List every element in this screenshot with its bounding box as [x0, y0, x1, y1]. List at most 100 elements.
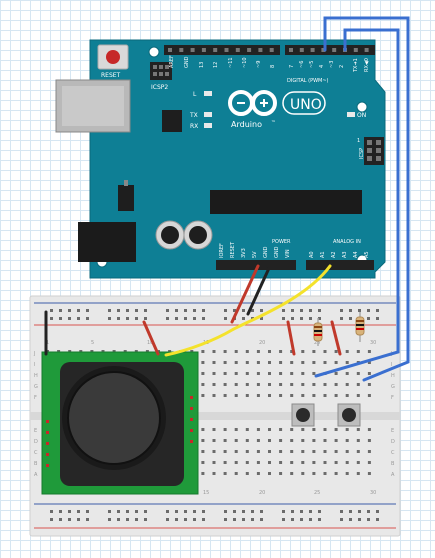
row-label-c: C [34, 450, 38, 456]
rail-hole [291, 317, 294, 320]
breadboard-hole [212, 350, 216, 353]
rail-hole [193, 317, 196, 320]
rail-hole [291, 510, 294, 513]
power-jack [78, 222, 136, 262]
pin-label-9: ~9 [256, 61, 262, 68]
col-label-5: 5 [91, 340, 94, 346]
rail-hole [202, 510, 205, 513]
rail-hole [135, 309, 138, 312]
digital-pin-hole [332, 48, 337, 52]
breadboard-hole [223, 461, 227, 464]
breadboard-hole [356, 428, 360, 431]
rail-hole [367, 317, 370, 320]
digital-pin-hole [247, 48, 252, 52]
breadboard-hole [201, 394, 205, 397]
rail-hole [175, 510, 178, 513]
breadboard-hole [268, 372, 271, 375]
breadboard-hole [223, 383, 227, 386]
rail-hole [166, 309, 169, 312]
rail-hole [367, 309, 370, 312]
rail-hole [184, 309, 187, 312]
row-label-b: B [34, 461, 38, 467]
row-label-right-h: H [391, 373, 395, 379]
col-label-bottom-20: 20 [259, 490, 265, 496]
breadboard-hole [279, 461, 283, 464]
row-label-right-d: D [391, 439, 395, 445]
bottom-rail-holes [50, 510, 379, 521]
led-rx-label: RX [190, 123, 198, 130]
breadboard-hole [256, 372, 260, 375]
rail-hole [108, 518, 111, 521]
breadboard-hole [312, 394, 316, 397]
joystick-pin [46, 431, 49, 434]
wire-analog-yellow [164, 264, 332, 357]
mount-hole-2 [356, 101, 368, 113]
breadboard-hole [256, 350, 260, 353]
rail-hole [166, 510, 169, 513]
analog-label: ANALOG IN [333, 239, 361, 245]
rail-hole [233, 510, 236, 513]
analog-pin-labels: A0 A1 A2 A3 A4 A5 [309, 251, 370, 258]
regulator-tab [124, 180, 128, 186]
mount-hole-1 [148, 46, 160, 58]
breadboard-hole [201, 461, 205, 464]
pin-label-2: 2 [339, 65, 345, 68]
breadboard-hole [312, 428, 316, 431]
icsp-label: ICSP [359, 148, 365, 159]
breadboard-hole [279, 472, 283, 475]
breadboard-hole [301, 350, 305, 353]
rail-hole [144, 518, 147, 521]
breadboard-hole [268, 428, 271, 431]
breadboard-hole [256, 450, 260, 453]
breadboard-hole [212, 472, 216, 475]
row-label-e: E [34, 428, 37, 434]
col-label-bottom-30: 30 [370, 490, 376, 496]
breadboard-hole [323, 350, 327, 353]
rail-hole [59, 518, 62, 521]
breadboard-hole [367, 350, 371, 353]
rail-hole [68, 510, 71, 513]
breadboard-hole [256, 428, 260, 431]
analog-header [306, 260, 374, 270]
pin-label-10: ~10 [242, 57, 248, 68]
digital-pin-hole [201, 48, 206, 52]
rail-hole [367, 518, 370, 521]
breadboard-hole [345, 450, 349, 453]
wire-digital-3-blue [323, 16, 410, 382]
rail-hole [309, 518, 312, 521]
rail-hole [193, 518, 196, 521]
rail-hole [144, 317, 147, 320]
rail-hole [144, 309, 147, 312]
breadboard-hole [345, 394, 349, 397]
pin-label-a4: A4 [353, 251, 359, 258]
breadboard-hole [334, 461, 338, 464]
breadboard-hole [367, 383, 371, 386]
rail-hole [117, 510, 120, 513]
rail-hole [251, 518, 254, 521]
rail-hole [126, 309, 129, 312]
pin-label-7: 7 [289, 65, 295, 68]
breadboard-hole [312, 439, 316, 442]
breadboard-hole [334, 383, 338, 386]
breadboard-hole [268, 361, 271, 364]
rail-hole [349, 309, 352, 312]
wire-joystick-vcc [142, 320, 160, 356]
atmega-chip [210, 190, 362, 214]
capacitor-1-top [161, 226, 179, 244]
pin-label-11: ~11 [228, 57, 234, 68]
rail-hole [376, 317, 379, 320]
breadboard-hole [356, 350, 360, 353]
row-label-f: F [34, 395, 37, 401]
pin-label-5v: 5V [252, 251, 258, 258]
pin-label-a1: A1 [320, 251, 326, 258]
rail-hole [260, 510, 263, 513]
breadboard-hole [345, 461, 349, 464]
breadboard-hole [268, 472, 271, 475]
reset-button-cap [106, 50, 120, 64]
breadboard-hole [290, 472, 294, 475]
breadboard-hole [367, 428, 371, 431]
breadboard-hole [345, 350, 349, 353]
arduino-label: Arduino [231, 120, 262, 129]
